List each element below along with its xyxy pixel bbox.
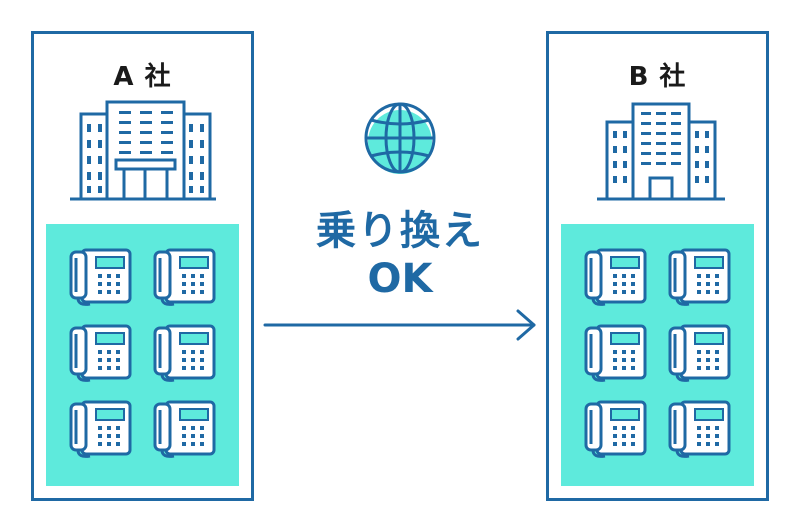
desk-phone-icon [153, 248, 216, 306]
company-a-label: A 社 [113, 62, 172, 92]
desk-phone-icon [69, 400, 132, 458]
arrow-right-icon [263, 309, 536, 341]
desk-phone-icon [69, 248, 132, 306]
building-icon [597, 102, 725, 201]
switch-ok-text: 乗り換え [316, 208, 484, 254]
phone-panel-a [46, 224, 239, 486]
company-b-label: B 社 [628, 62, 687, 92]
phone-panel-b [561, 224, 754, 486]
desk-phone-icon [668, 400, 731, 458]
desk-phone-icon [584, 324, 647, 382]
desk-phone-icon [668, 324, 731, 382]
desk-phone-icon [69, 324, 132, 382]
company-b-box: B 社 [546, 31, 769, 501]
desk-phone-icon [584, 248, 647, 306]
desk-phone-icon [584, 400, 647, 458]
globe-icon [364, 102, 436, 174]
desk-phone-icon [153, 400, 216, 458]
desk-phone-icon [668, 248, 731, 306]
desk-phone-icon [153, 324, 216, 382]
company-a-box: A 社 [31, 31, 254, 501]
building-icon [70, 100, 216, 201]
ok-text: OK [367, 256, 433, 302]
